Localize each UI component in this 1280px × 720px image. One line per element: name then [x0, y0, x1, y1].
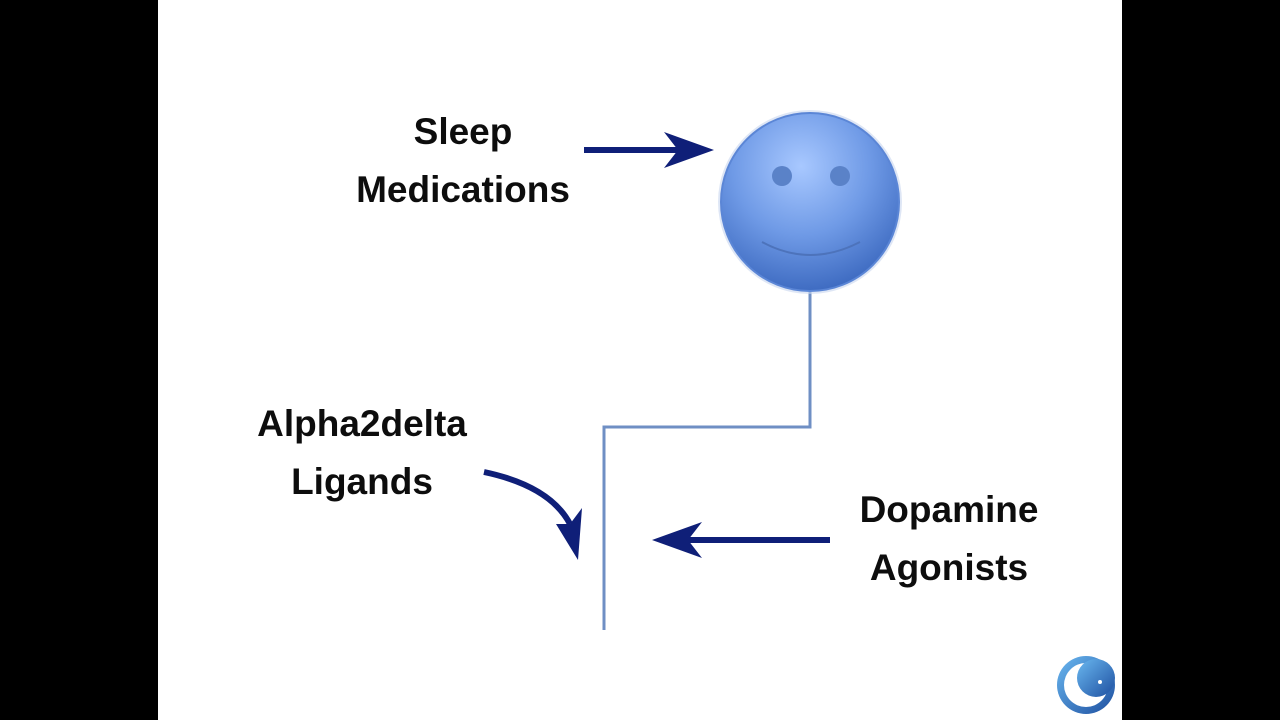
label-dopamine-agonists-line2: Agonists [869, 547, 1029, 588]
label-alpha2delta-ligands: Alpha2delta Ligands [228, 395, 496, 511]
crescent-moon-logo-icon [1057, 656, 1115, 714]
diagram-canvas [483, 110, 1115, 714]
label-dopamine-agonists-line1: Dopamine [859, 489, 1039, 530]
face-smile [761, 241, 861, 256]
neuron-path-line [602, 292, 812, 630]
arrow-alpha2delta-ligands [483, 469, 582, 560]
label-alpha2delta-ligands-line1: Alpha2delta [257, 403, 467, 444]
label-sleep-medications-line2: Medications [356, 169, 570, 210]
label-alpha2delta-ligands-line2: Ligands [291, 461, 433, 502]
face-eye-left [772, 166, 792, 186]
arrow-dopamine-agonists [652, 522, 830, 558]
face-eye-right [830, 166, 850, 186]
label-dopamine-agonists: Dopamine Agonists [830, 481, 1068, 597]
arrow-sleep-medications [584, 132, 714, 168]
smiley-face-icon [718, 110, 902, 294]
label-sleep-medications: Sleep Medications [332, 103, 594, 219]
label-sleep-medications-line1: Sleep [413, 111, 513, 152]
slide: Sleep Medications Alpha2delta Ligands Do… [158, 0, 1122, 720]
